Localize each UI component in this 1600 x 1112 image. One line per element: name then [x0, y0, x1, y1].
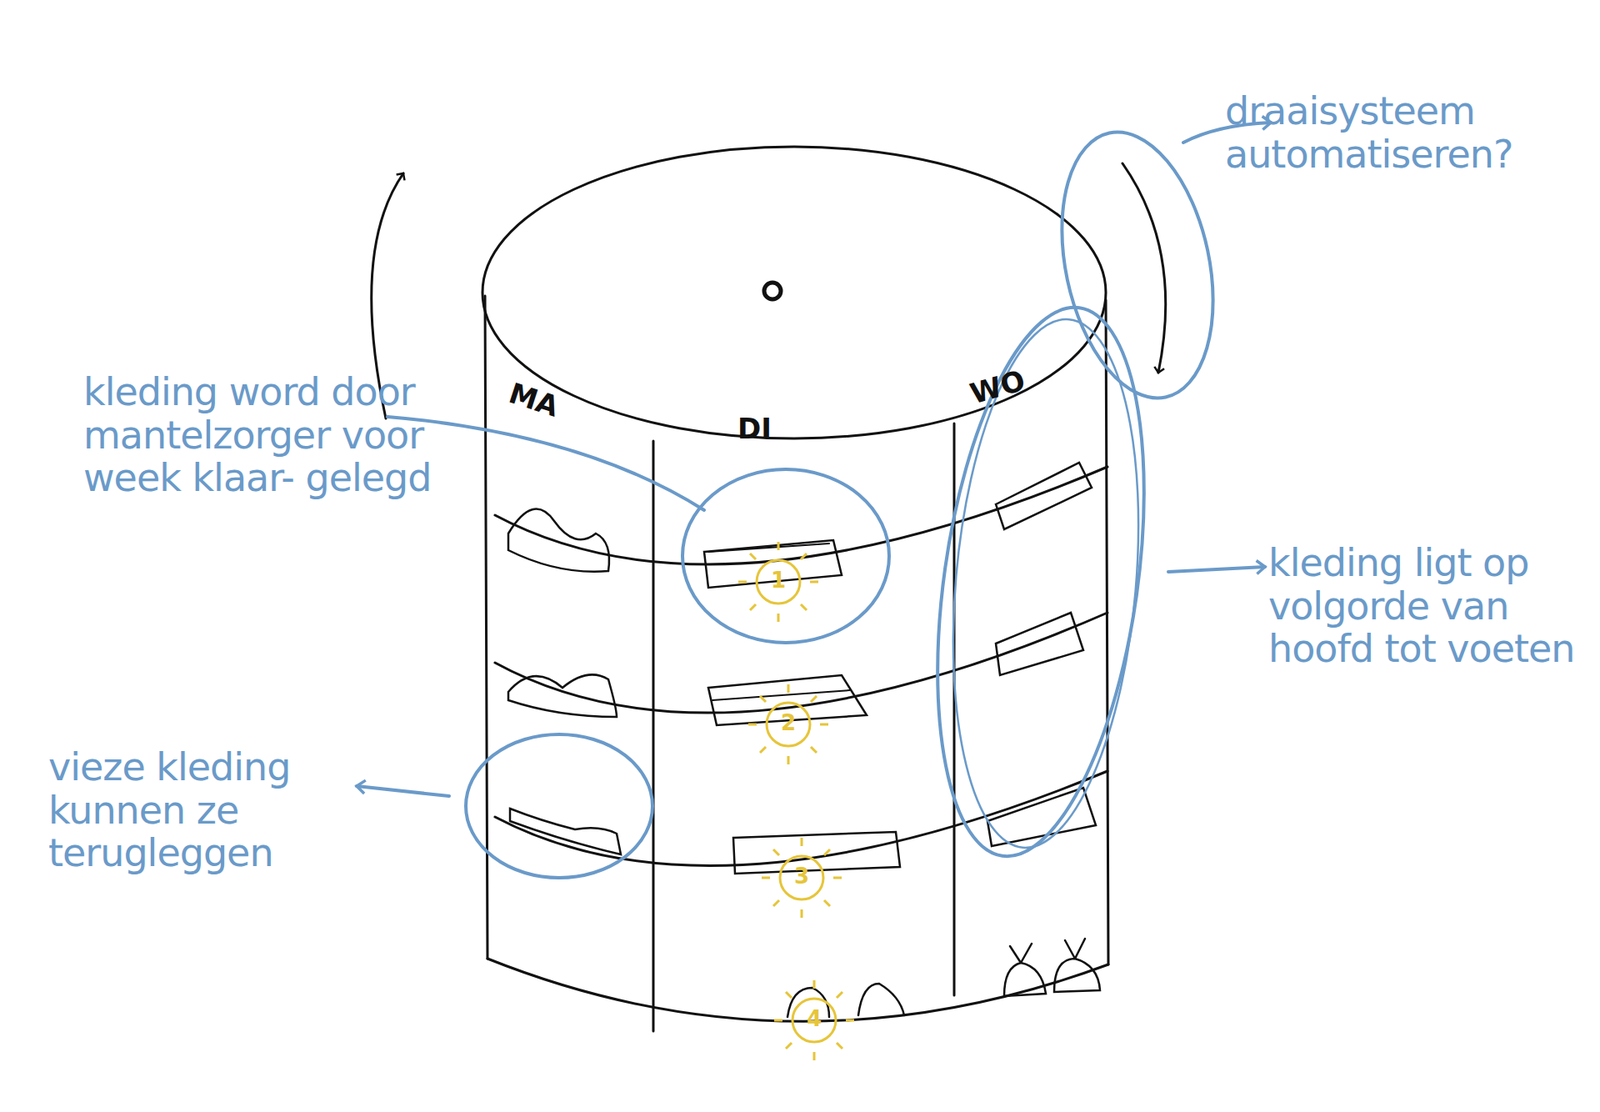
callout-number: 1: [761, 568, 795, 593]
sun-rays: [761, 837, 842, 918]
highlight-ellipse: [682, 469, 890, 643]
annotation: draaisysteem automatiseren?: [1225, 90, 1584, 176]
highlight-ellipse: [933, 311, 1160, 855]
day-label: DI: [737, 412, 772, 445]
shoe: [1004, 962, 1046, 996]
annotation: vieze kleding kunnen ze terugleggen: [48, 745, 349, 875]
clothing: [995, 462, 1092, 530]
number-circle: [792, 998, 836, 1042]
day-label: MA: [505, 376, 563, 423]
clothing: [508, 674, 617, 717]
leader-arrow: [356, 785, 450, 796]
base: [487, 958, 1109, 1021]
annotation: kleding ligt op volgorde van hoofd tot v…: [1268, 541, 1585, 671]
number-circle: [780, 855, 824, 900]
side-left: [485, 295, 488, 959]
highlight-ellipse: [465, 734, 653, 878]
highlight-ellipse: [906, 294, 1175, 870]
clothing-fold: [708, 543, 830, 552]
pivot: [764, 282, 781, 300]
leader-line: [387, 416, 705, 510]
shelf: [495, 770, 1108, 866]
shoe: [1054, 958, 1100, 992]
shoe: [858, 983, 905, 1015]
sun-rays: [738, 541, 819, 622]
highlight-ellipse: [1039, 118, 1236, 413]
number-circle: [756, 560, 800, 604]
side-right: [1105, 300, 1109, 965]
clothing: [733, 831, 900, 874]
rotation-arrow: [1122, 163, 1166, 373]
number-circle: [766, 702, 810, 746]
shelf: [495, 612, 1108, 713]
clothing: [987, 787, 1096, 846]
sun-rays: [748, 684, 829, 765]
annotation: kleding word door mantelzorger voor week…: [83, 370, 484, 500]
sun-rays: [774, 980, 855, 1060]
leader-arrow: [1168, 566, 1265, 572]
clothing: [508, 509, 610, 572]
divider: [652, 440, 655, 1031]
shelf: [495, 466, 1108, 565]
callout-number: 4: [797, 1006, 831, 1031]
clothing: [510, 808, 621, 855]
callout-number: 3: [785, 864, 819, 889]
callout-number: 2: [771, 710, 805, 735]
clothing-fold: [712, 690, 850, 700]
shoe-lace: [1010, 938, 1085, 963]
day-label: WO: [966, 364, 1029, 410]
clothing: [995, 612, 1084, 675]
top-lid: [482, 146, 1106, 439]
